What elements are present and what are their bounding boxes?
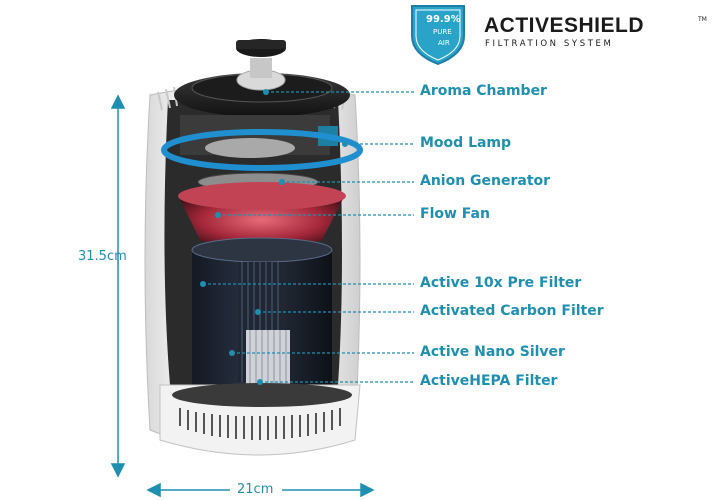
badge-percent: 99.9% xyxy=(426,14,461,25)
flow-fan-top xyxy=(178,182,346,210)
label-aroma-chamber: Aroma Chamber xyxy=(420,83,547,99)
label-anion-generator: Anion Generator xyxy=(420,173,551,189)
aroma-knob-side xyxy=(236,40,286,49)
shield-badge-icon xyxy=(411,5,465,66)
height-dimension: 31.5cm xyxy=(78,249,127,264)
brand-trademark: TM xyxy=(698,16,707,23)
brand-subtitle: FILTRATION SYSTEM xyxy=(485,39,614,49)
aroma-cap-neck xyxy=(250,58,272,78)
base-inner xyxy=(172,383,352,407)
base-vents xyxy=(179,408,341,440)
flow-fan xyxy=(178,195,345,250)
width-dimension-arrow xyxy=(146,482,375,498)
leader-lines xyxy=(203,91,414,383)
badge-line2: AIR xyxy=(438,39,450,47)
label-mood-lamp: Mood Lamp xyxy=(420,135,512,151)
filter-cylinder-top xyxy=(191,237,333,263)
label-nano-silver: Active Nano Silver xyxy=(420,344,565,360)
lamp-lens xyxy=(205,138,295,158)
leader-dots xyxy=(200,89,348,385)
brand-logo: 99.9% PURE AIR ACTIVESHIELD TM FILTRATIO… xyxy=(398,2,720,66)
label-flow-fan: Flow Fan xyxy=(420,206,490,222)
mood-lamp-ring xyxy=(161,129,363,171)
brand-name: ACTIVESHIELD xyxy=(484,14,645,37)
hepa-pleats xyxy=(249,330,287,388)
label-pre-filter: Active 10x Pre Filter xyxy=(420,275,582,291)
label-carbon-filter: Activated Carbon Filter xyxy=(420,303,604,319)
height-dimension-arrow xyxy=(110,94,126,478)
badge-line1: PURE xyxy=(433,28,452,36)
width-dimension: 21cm xyxy=(237,482,274,497)
label-hepa-filter: ActiveHEPA Filter xyxy=(420,373,558,389)
